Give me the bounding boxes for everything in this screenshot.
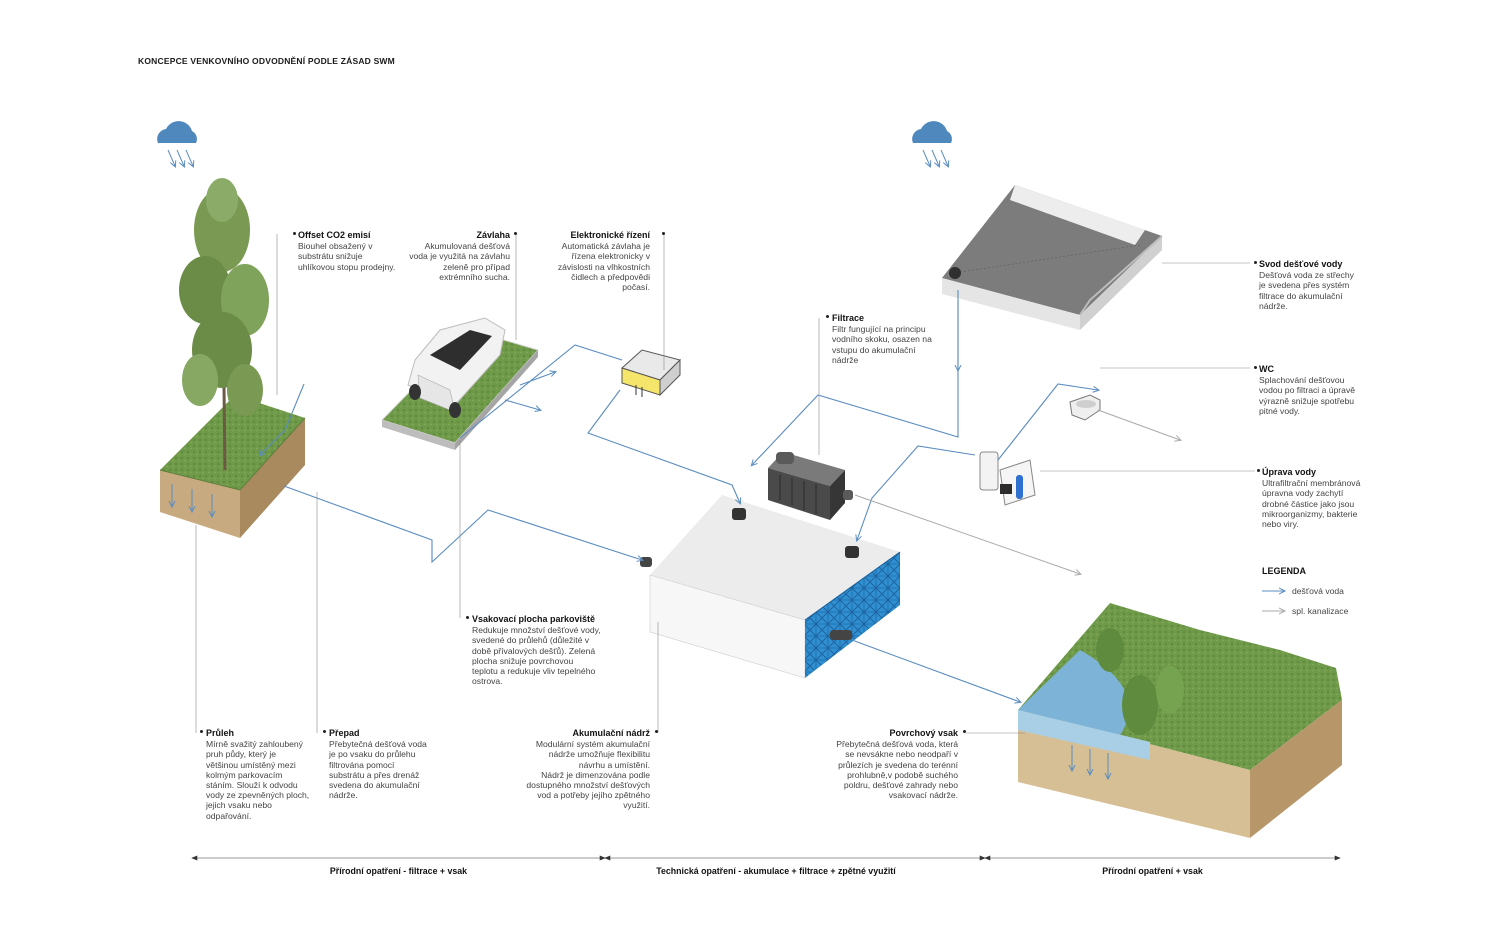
car-icon — [407, 317, 506, 418]
annotation-dot — [1254, 366, 1257, 369]
annotation-body: Přebytečná dešťová voda, která se nevsák… — [836, 739, 958, 801]
legend-label: spl. kanalizace — [1292, 606, 1349, 616]
pond-icon — [1018, 603, 1342, 838]
annotation-body: Modulární systém akumulační nádrže umožň… — [526, 739, 650, 811]
section-label-natural-filtration: Přírodní opatření - filtrace + vsak — [329, 866, 468, 876]
annotation-title: Povrchový vsak — [889, 728, 958, 738]
annotation-vsakovaci: Vsakovací plocha parkoviště Redukuje mno… — [472, 614, 622, 686]
annotation-dot — [1257, 469, 1260, 472]
tree-icon — [179, 178, 269, 471]
annotation-title: Přepad — [329, 728, 360, 738]
control-box-icon — [621, 349, 681, 397]
annotation-body: Akumulovaná dešťová voda je využitá na z… — [409, 241, 510, 282]
annotation-title: Filtrace — [832, 313, 865, 323]
annotation-svod: Svod dešťové vody Dešťová voda ze střech… — [1259, 259, 1379, 311]
annotation-uprava: Úprava vody Ultrafiltrační membránová úp… — [1262, 467, 1382, 529]
annotation-body: Redukuje množství dešťové vody, svedené … — [472, 625, 601, 687]
annotation-body: Splachování dešťovou vodou po filtraci a… — [1259, 375, 1356, 416]
annotation-filtrace: Filtrace Filtr fungující na principu vod… — [832, 313, 947, 365]
legend-title: LEGENDA — [1262, 566, 1307, 576]
annotation-dot — [662, 232, 665, 235]
section-label-technical: Technická opatření - akumulace + filtrac… — [656, 866, 896, 876]
filter-icon — [768, 452, 853, 520]
annotation-title: Vsakovací plocha parkoviště — [472, 614, 596, 624]
annotation-povrchovy: Povrchový vsak Přebytečná dešťová voda, … — [818, 728, 958, 800]
annotation-dot — [466, 616, 469, 619]
annotation-title: WC — [1259, 364, 1274, 374]
annotation-dot — [323, 730, 326, 733]
annotation-dot — [1254, 261, 1257, 264]
cloud-rain-icon — [912, 121, 952, 166]
annotation-body: Dešťová voda ze střechy je svedena přes … — [1259, 270, 1354, 311]
tank-icon — [640, 495, 901, 679]
annotation-body: Přebytečná dešťová voda je po vsaku do p… — [329, 739, 427, 801]
annotation-prepad: Přepad Přebytečná dešťová voda je po vsa… — [329, 728, 444, 800]
sewer-pipes — [854, 409, 1180, 574]
legend-label: dešťová voda — [1292, 586, 1344, 596]
annotation-title: Akumulační nádrž — [572, 728, 650, 738]
annotation-rizeni: Elektronické řízení Automatická závlaha … — [540, 230, 650, 292]
annotation-title: Offset CO2 emisí — [298, 230, 371, 240]
tree-block — [159, 395, 306, 538]
cloud-rain-icon — [157, 121, 197, 166]
rainwater-pipes — [260, 290, 1098, 702]
roof-icon — [942, 185, 1163, 330]
annotation-dot — [200, 730, 203, 733]
annotation-akumulacni: Akumulační nádrž Modulární systém akumul… — [510, 728, 650, 811]
annotation-dot — [293, 232, 296, 235]
annotation-dot — [963, 730, 966, 733]
annotation-body: Biouhel obsažený v substrátu snižuje uhl… — [298, 241, 396, 272]
section-lines — [191, 855, 1341, 861]
legend: LEGENDA dešťová voda spl. kanalizace — [1262, 566, 1348, 616]
annotation-body: Ultrafiltrační membránová úpravna vody z… — [1262, 478, 1361, 530]
annotation-dot — [514, 232, 517, 235]
annotation-title: Svod dešťové vody — [1259, 259, 1343, 269]
annotation-wc: WC Splachování dešťovou vodou po filtrac… — [1259, 364, 1379, 416]
water-treatment-icon — [979, 451, 1036, 506]
annotation-dot — [655, 730, 658, 733]
annotation-body: Mírně svažitý zahloubený pruh půdy, kter… — [206, 739, 310, 821]
legend-symbols — [1262, 591, 1284, 611]
section-label-natural-infiltration: Přírodní opatření + vsak — [1102, 866, 1203, 876]
page-title: KONCEPCE VENKOVNÍHO ODVODNĚNÍ PODLE ZÁSA… — [138, 56, 395, 66]
annotation-pruleh: Průleh Mírně svažitý zahloubený pruh půd… — [206, 728, 321, 821]
annotation-title: Elektronické řízení — [570, 230, 650, 240]
annotation-title: Závlaha — [476, 230, 510, 240]
annotation-zavlaha: Závlaha Akumulovaná dešťová voda je využ… — [400, 230, 510, 282]
annotation-title: Úprava vody — [1262, 467, 1317, 477]
annotation-body: Filtr fungující na principu vodního skok… — [832, 324, 932, 365]
annotation-title: Průleh — [206, 728, 235, 738]
annotation-body: Automatická závlaha je řízena elektronic… — [557, 241, 650, 293]
wc-icon — [1069, 394, 1101, 421]
annotation-offset: Offset CO2 emisí Biouhel obsažený v subs… — [298, 230, 418, 272]
annotation-dot — [826, 315, 829, 318]
leader-lines — [195, 234, 1255, 734]
